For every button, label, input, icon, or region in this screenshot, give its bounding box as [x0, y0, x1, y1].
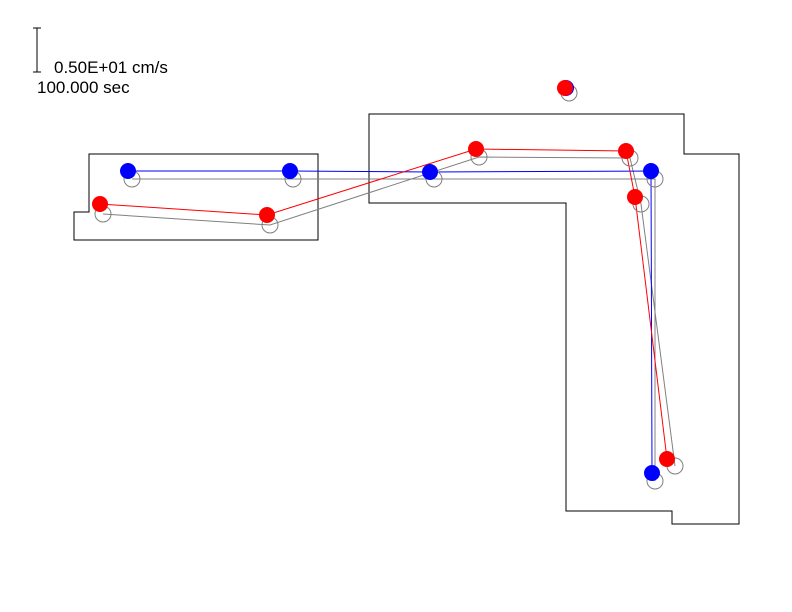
red-marker	[259, 207, 275, 223]
red-marker	[627, 189, 643, 205]
red-line	[99, 148, 668, 460]
red-marker	[618, 143, 634, 159]
left-region-outline	[73, 153, 319, 241]
blue-marker	[643, 163, 659, 179]
scale-label: 0.50E+01 cm/s	[54, 58, 168, 77]
blue-marker	[422, 164, 438, 180]
outlier-red-marker	[557, 80, 573, 96]
blue-marker	[120, 163, 136, 179]
right-region-outline	[368, 113, 740, 525]
reference-red-line	[102, 156, 676, 467]
trajectory-markers	[92, 80, 684, 490]
red-marker	[92, 196, 108, 212]
velocity-scale-bar	[33, 27, 41, 73]
blue-marker	[644, 465, 660, 481]
trajectory-lines	[99, 148, 676, 481]
red-marker	[468, 141, 484, 157]
time-label: 100.000 sec	[37, 78, 130, 97]
reference-blue-line	[132, 178, 656, 481]
blue-line	[128, 170, 653, 474]
red-marker	[659, 451, 675, 467]
blue-marker	[282, 163, 298, 179]
